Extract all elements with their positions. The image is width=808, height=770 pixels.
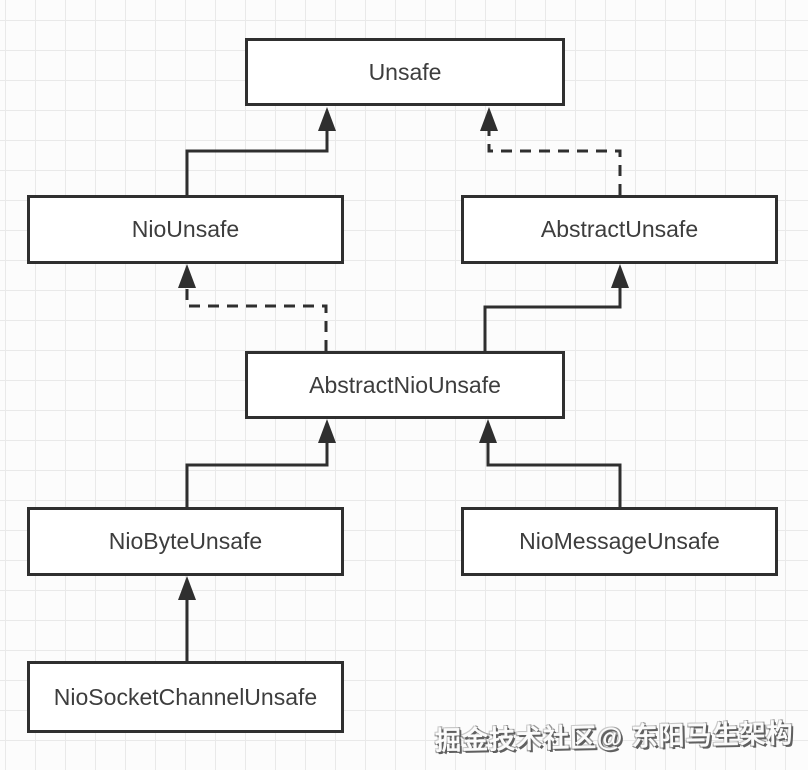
class-node-label: AbstractUnsafe (540, 216, 699, 242)
class-node-label: Unsafe (368, 58, 442, 85)
class-node-niomessageunsafe: NioMessageUnsafe (461, 507, 778, 576)
edge-niounsafe-to-unsafe (185, 107, 336, 195)
edge-line-dashed (487, 131, 622, 195)
edge-niomessageunsafe-to-abstractniounsafe (479, 419, 622, 507)
edge-line (185, 131, 329, 195)
inheritance-arrowhead-icon (479, 419, 497, 443)
class-node-niounsafe: NioUnsafe (27, 195, 344, 264)
inheritance-arrowhead-icon (178, 576, 196, 600)
edge-abstractunsafe-to-unsafe (480, 107, 622, 195)
edge-line-dashed (185, 288, 328, 351)
edge-line (483, 288, 622, 351)
class-node-unsafe: Unsafe (245, 38, 565, 106)
edge-niosocketchannelunsafe-to-niobyteunsafe (178, 576, 196, 661)
edge-abstractniounsafe-to-niounsafe (178, 264, 328, 351)
inheritance-arrowhead-icon (480, 107, 498, 131)
inheritance-arrowhead-icon (611, 264, 629, 288)
watermark: 掘金技术社区@ 东阳马生架构 (435, 718, 795, 756)
edge-abstractniounsafe-to-abstractunsafe (483, 264, 629, 351)
class-node-label: NioByteUnsafe (108, 528, 263, 554)
class-node-label: NioMessageUnsafe (519, 528, 720, 554)
class-node-label: NioUnsafe (131, 216, 240, 242)
inheritance-arrowhead-icon (318, 107, 336, 131)
class-node-label: AbstractNioUnsafe (309, 371, 501, 398)
class-node-niosocketchannelunsafe: NioSocketChannelUnsafe (27, 661, 344, 733)
edge-niobyteunsafe-to-abstractniounsafe (185, 419, 336, 507)
class-node-niobyteunsafe: NioByteUnsafe (27, 507, 344, 576)
inheritance-arrowhead-icon (318, 419, 336, 443)
class-node-abstractunsafe: AbstractUnsafe (461, 195, 778, 264)
class-node-abstractniounsafe: AbstractNioUnsafe (245, 351, 565, 419)
inheritance-arrowhead-icon (178, 264, 196, 288)
edge-line (486, 443, 622, 507)
edge-line (185, 443, 329, 507)
class-node-label: NioSocketChannelUnsafe (53, 683, 318, 710)
